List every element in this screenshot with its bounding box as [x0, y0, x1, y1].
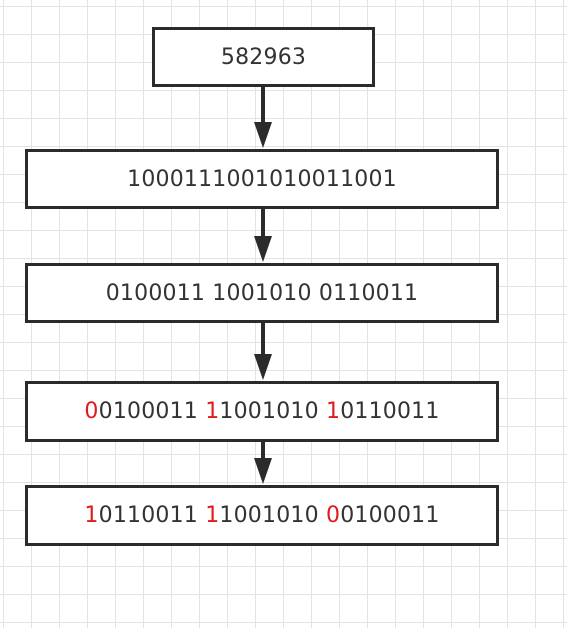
bit-group: 0100011	[340, 503, 440, 528]
arrow-2	[254, 209, 272, 262]
bit-group: 1001010	[219, 399, 326, 424]
highlighted-bit: 1	[84, 503, 99, 528]
highlighted-bit: 1	[325, 399, 341, 424]
step-2-segment: 1000111001010011001	[127, 166, 397, 192]
step-4-text: 00100011 11001010 10110011	[84, 399, 439, 424]
highlighted-bit: 0	[325, 503, 341, 528]
step-1-segment: 582963	[220, 44, 307, 70]
arrow-1	[254, 87, 272, 148]
step-box-4: 00100011 11001010 10110011	[25, 381, 499, 442]
arrow-4	[254, 442, 272, 484]
bit-group: 0100011	[98, 399, 206, 424]
highlighted-bit: 1	[205, 503, 220, 528]
step-box-3: 0100011 1001010 0110011	[25, 263, 499, 323]
step-box-2: 1000111001010011001	[25, 149, 499, 209]
step-3-text: 0100011 1001010 0110011	[106, 281, 419, 306]
step-2-text: 1000111001010011001	[127, 167, 397, 192]
step-5-text: 10110011 11001010 00100011	[84, 503, 439, 528]
bit-group: 0110011	[98, 503, 206, 528]
bit-group: 1001010	[219, 503, 326, 528]
highlighted-bit: 0	[84, 399, 99, 424]
step-box-1: 582963	[152, 27, 375, 87]
step-1-text: 582963	[221, 45, 306, 70]
step-box-5: 10110011 11001010 00100011	[25, 485, 499, 546]
bit-group: 0110011	[340, 399, 440, 424]
highlighted-bit: 1	[205, 399, 220, 424]
step-3-segment: 0100011 1001010 0110011	[105, 280, 419, 306]
arrow-3	[254, 323, 272, 380]
